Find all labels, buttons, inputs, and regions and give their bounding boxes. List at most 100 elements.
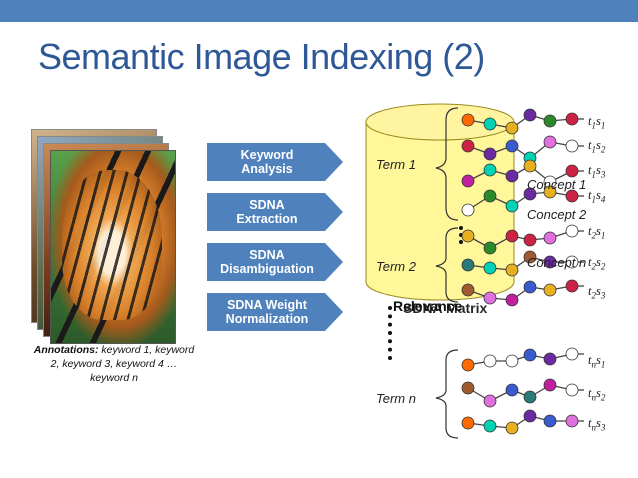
chain-node [523, 348, 537, 362]
brace-term-n [435, 349, 459, 439]
term-2-label: Term 2 [376, 259, 416, 274]
dotted-separator-large [388, 306, 396, 360]
chain-node [543, 185, 557, 199]
sense-label-t1s4: t1s4 [588, 188, 606, 205]
chain-node [543, 231, 557, 245]
sdna-matrix-label: SDNA Matrix [403, 300, 488, 316]
concept-n-label: Concept n [527, 255, 587, 270]
sdna-chain [461, 185, 584, 217]
chain-node [483, 394, 497, 408]
slide-title: Semantic Image Indexing (2) [38, 36, 485, 77]
chain-node [461, 229, 475, 243]
step-sdna-disambiguation-line2: Disambiguation [220, 262, 314, 276]
sense-label-t2s2: t2s2 [588, 255, 606, 272]
chain-node [505, 354, 519, 368]
chain-node [483, 419, 497, 433]
chain-node [483, 163, 497, 177]
annotations-caption: Annotations: keyword 1, keyword 2, keywo… [30, 343, 198, 385]
term-n-label: Term n [376, 391, 416, 406]
brace-term-2 [435, 227, 459, 303]
chain-node [483, 354, 497, 368]
concept-1-label: Concept 1 [527, 177, 587, 192]
chain-node [461, 113, 475, 127]
sense-label-t2s3: t2s3 [588, 284, 606, 301]
chain-node [523, 187, 537, 201]
sense-label-t2s1: t2s1 [588, 224, 606, 241]
step-sdna-disambiguation-line1: SDNA [249, 248, 285, 262]
chain-node [505, 121, 519, 135]
chain-node [483, 291, 497, 305]
chain-node [565, 224, 579, 238]
step-sdna-extraction-line2: Extraction [236, 212, 298, 226]
brace-term-1 [435, 107, 459, 221]
chain-node [565, 112, 579, 126]
chain-node [461, 203, 475, 217]
sdna-chain [461, 279, 584, 307]
top-accent-bar [0, 0, 638, 22]
sense-label-tns1: tns1 [588, 353, 606, 370]
chain-node [461, 174, 475, 188]
tiger-face-illustration [62, 170, 162, 320]
chain-node [461, 381, 475, 395]
chain-node [483, 147, 497, 161]
chain-node [505, 169, 519, 183]
sdna-chain [461, 347, 584, 372]
chain-node [543, 378, 557, 392]
chain-node [523, 390, 537, 404]
chain-node [523, 108, 537, 122]
relevance-label: Relevance [393, 298, 463, 314]
chain-node [461, 258, 475, 272]
chain-node [543, 114, 557, 128]
term-1-label: Term 1 [376, 157, 416, 172]
concept-2-label: Concept 2 [527, 207, 587, 222]
chain-node [461, 139, 475, 153]
chain-node [565, 383, 579, 397]
dotted-separator-small [459, 226, 467, 244]
chain-node [505, 229, 519, 243]
chain-node [543, 414, 557, 428]
chain-node [523, 159, 537, 173]
chain-node [565, 279, 579, 293]
chain-node [565, 347, 579, 361]
step-keyword-analysis-line1: Keyword [240, 148, 294, 162]
chain-node [483, 117, 497, 131]
chain-node [565, 164, 579, 178]
chain-node [523, 409, 537, 423]
chain-node [505, 383, 519, 397]
chain-node [461, 283, 475, 297]
sdna-chain [461, 108, 584, 135]
step-sdna-weight-normalization-line2: Normalization [225, 312, 309, 326]
step-sdna-weight-normalization-line1: SDNA Weight [227, 298, 307, 312]
sdna-chain [461, 224, 584, 255]
chain-node [461, 416, 475, 430]
chain-node [505, 139, 519, 153]
sdna-chain [461, 378, 584, 408]
chain-node [483, 241, 497, 255]
chain-node [505, 421, 519, 435]
chain-node [565, 414, 579, 428]
chain-node [483, 261, 497, 275]
chain-node [505, 199, 519, 213]
sdna-chain [461, 409, 584, 435]
annotations-label: Annotations: [33, 344, 99, 356]
step-sdna-extraction-line1: SDNA [249, 198, 285, 212]
step-keyword-analysis-line2: Analysis [241, 162, 293, 176]
chain-node [565, 139, 579, 153]
chain-node [523, 233, 537, 247]
chain-node [543, 135, 557, 149]
sense-label-tns2: tns2 [588, 386, 606, 403]
sense-label-tns3: tns3 [588, 416, 606, 433]
sense-label-t1s3: t1s3 [588, 163, 606, 180]
chain-node [565, 189, 579, 203]
chain-node [543, 255, 557, 269]
chain-node [543, 283, 557, 297]
chain-node [565, 255, 579, 269]
chain-node [483, 189, 497, 203]
chain-node [505, 293, 519, 307]
chain-node [523, 250, 537, 264]
